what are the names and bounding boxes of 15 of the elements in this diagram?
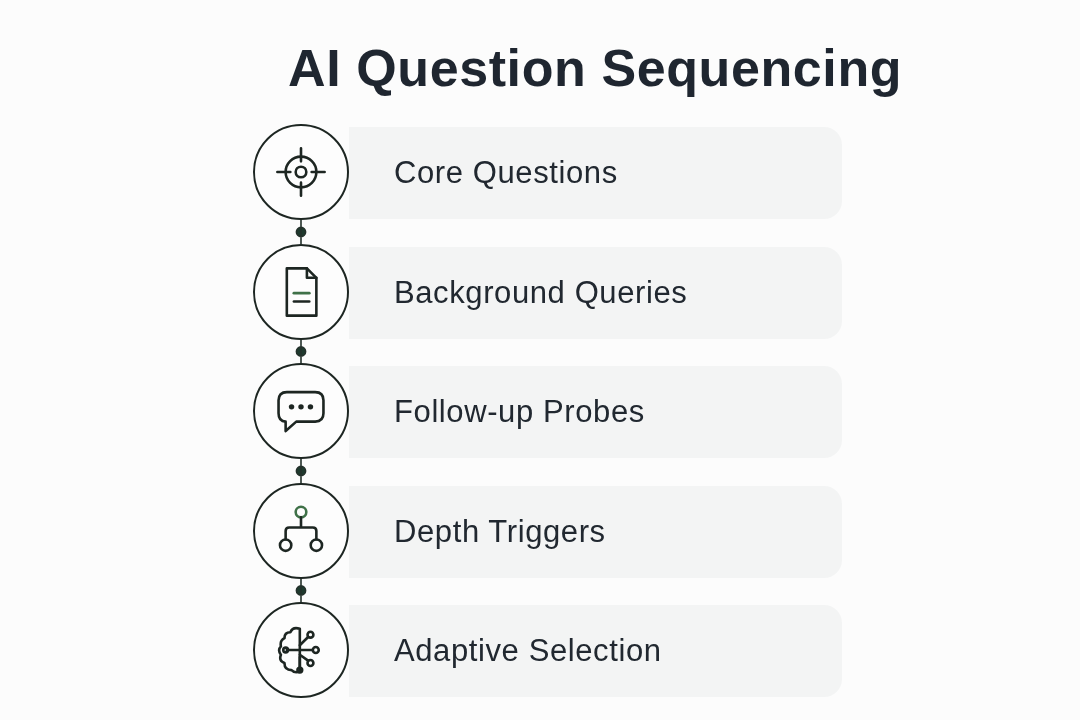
connector-line	[295, 339, 307, 364]
step-label: Follow-up Probes	[394, 393, 645, 431]
title: AI Question Sequencing	[288, 40, 903, 98]
connector-line	[295, 578, 307, 603]
connector-line	[295, 458, 307, 484]
step-card	[349, 486, 842, 578]
step-label: Adaptive Selection	[394, 632, 662, 670]
step-label: Core Questions	[394, 154, 618, 192]
step-card	[349, 366, 842, 458]
step-label: Background Queries	[394, 274, 688, 312]
step-label: Depth Triggers	[394, 513, 606, 551]
connector-line	[295, 219, 307, 245]
step-card	[349, 247, 842, 339]
step-card	[349, 605, 842, 697]
step-card	[349, 127, 842, 219]
